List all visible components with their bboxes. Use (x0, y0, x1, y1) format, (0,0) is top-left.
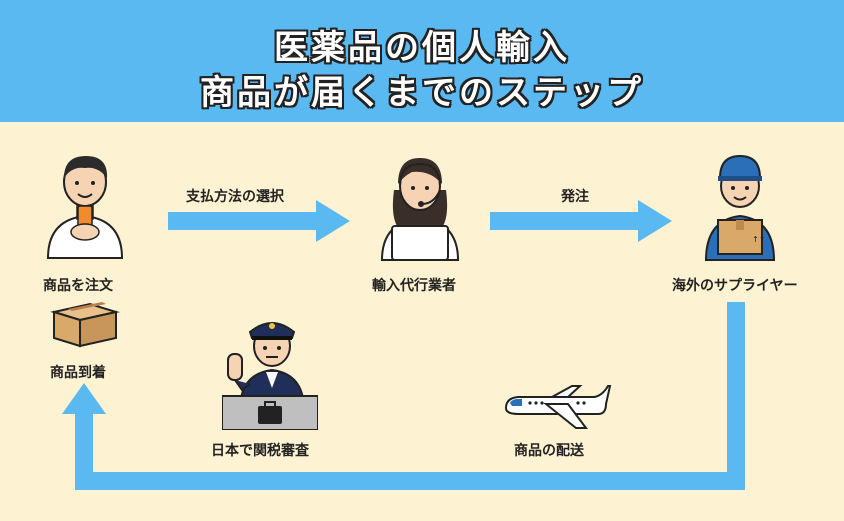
page-title-line1: 医薬品の個人輸入 (274, 28, 570, 68)
page-title-line2: 商品が届くまでのステップ (200, 73, 644, 113)
arrow-agent-to-supplier (490, 200, 672, 242)
step-label-arrival: 商品到着 (50, 365, 106, 381)
title-banner: 医薬品の個人輸入 商品が届くまでのステップ (0, 0, 844, 122)
step-label-agent: 輸入代行業者 (372, 278, 456, 294)
arrow-order-to-agent (168, 200, 350, 242)
step-label-delivery: 商品の配送 (514, 443, 584, 459)
airplane-icon (502, 384, 612, 432)
svg-text:↑↑: ↑↑ (752, 235, 765, 244)
operator-headset-icon (370, 150, 470, 265)
box-icon (50, 300, 120, 350)
step-label-order: 商品を注文 (43, 278, 113, 294)
delivery-worker-icon: ↑↑ (700, 148, 780, 263)
person-phone-icon (40, 150, 130, 260)
arrow-label-ship-order: 発注 (561, 189, 589, 205)
customs-officer-icon (222, 310, 318, 430)
step-label-customs: 日本で関税審査 (211, 443, 309, 459)
arrow-label-payment: 支払方法の選択 (186, 189, 284, 205)
step-label-supplier: 海外のサプライヤー (672, 278, 798, 294)
arrow-return-loop (62, 302, 745, 490)
